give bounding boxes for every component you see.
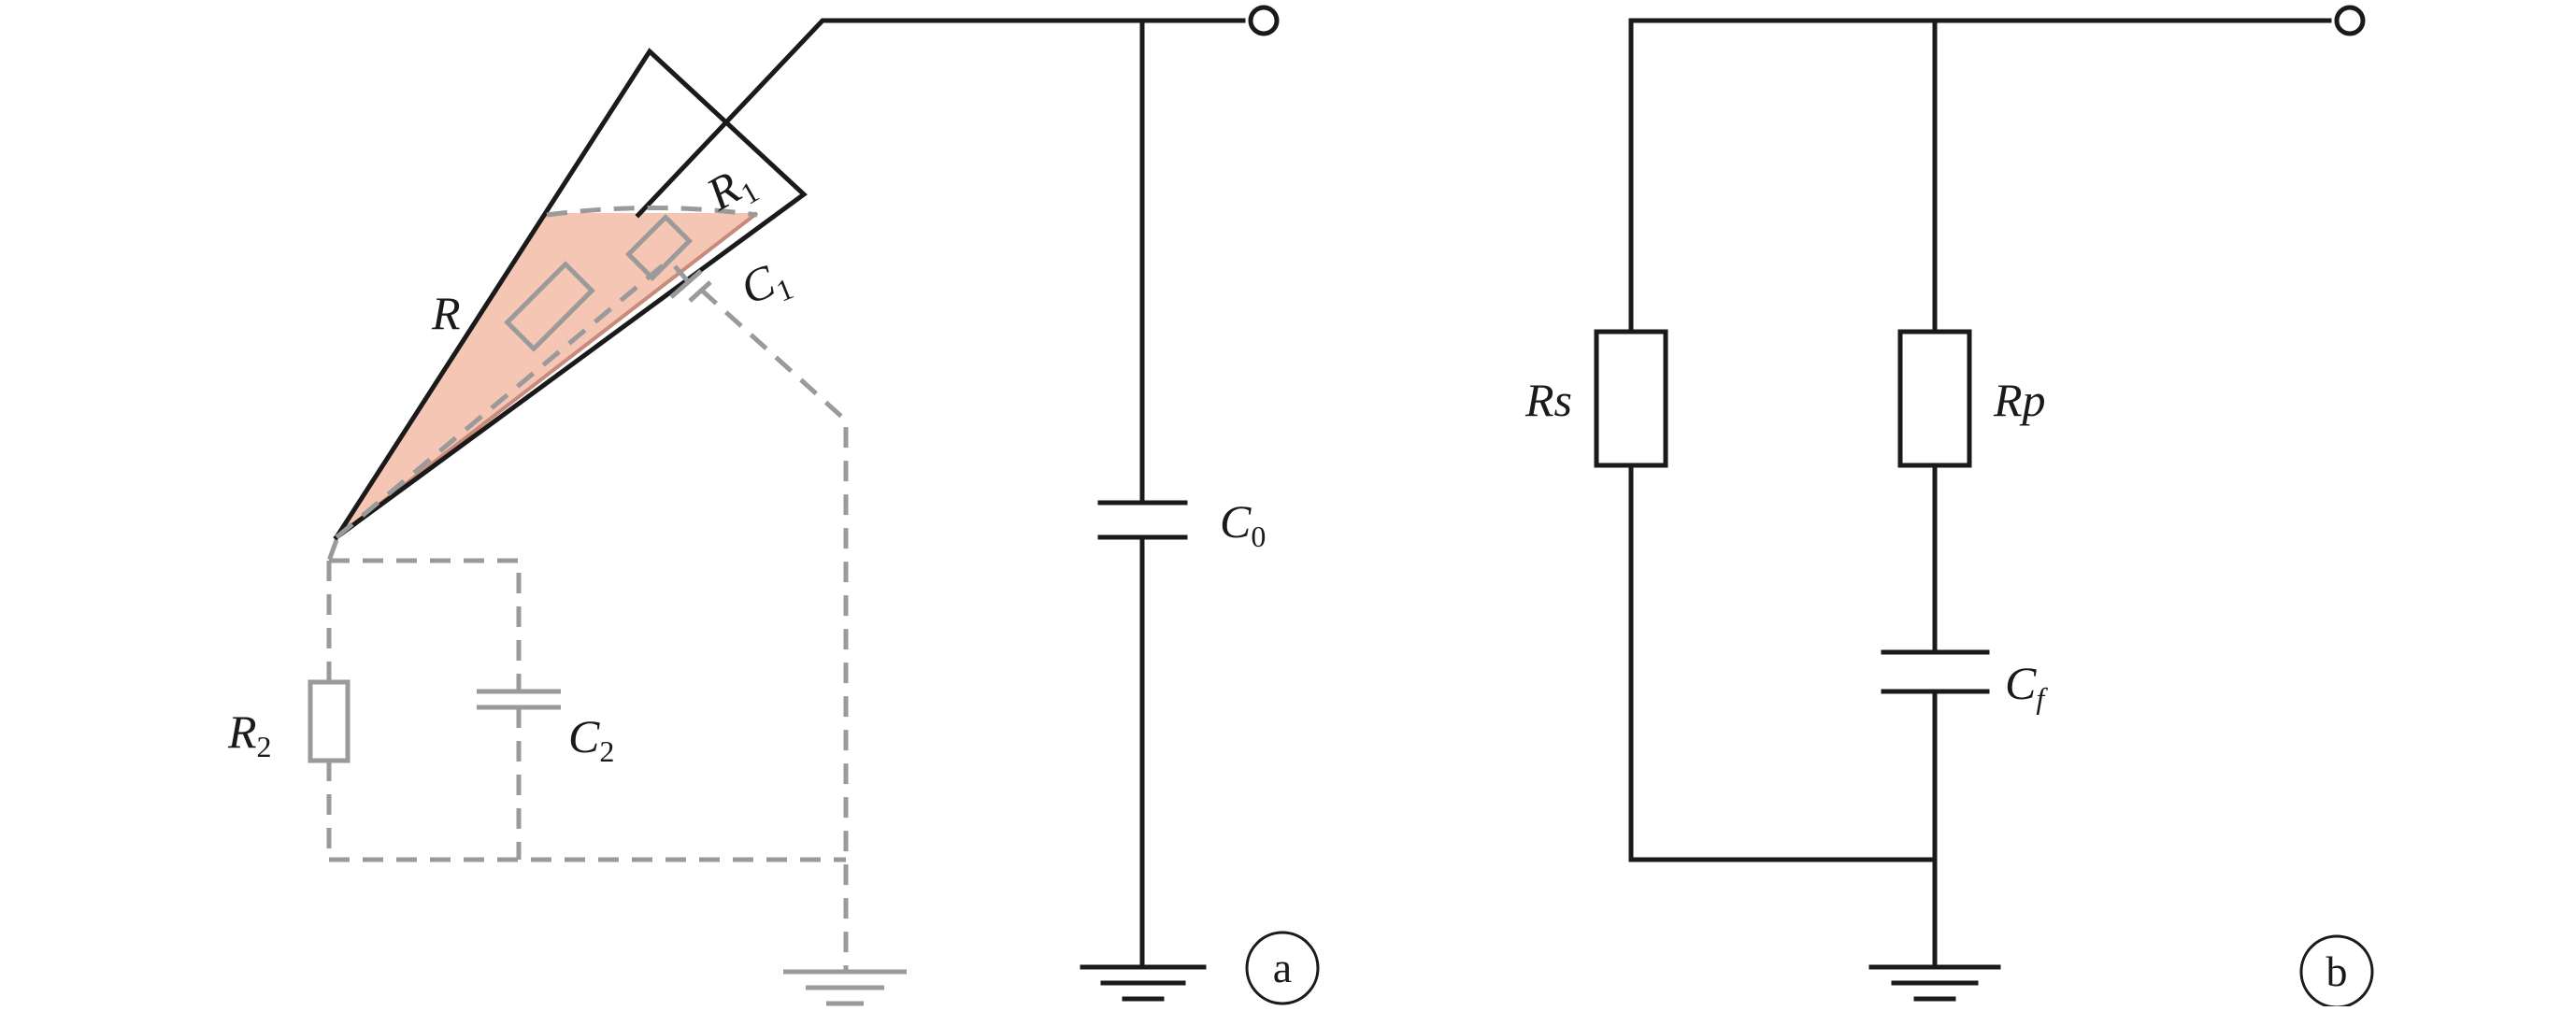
panel-tag-a: a <box>1273 944 1292 991</box>
ground-icon-a <box>1080 964 1207 1002</box>
liquid-surface-dashed <box>546 206 758 218</box>
resistor-R2-symbol <box>308 679 351 763</box>
panel-a: R R1 C1 R2 C2 C0 a <box>227 5 1320 1006</box>
label-Rs: Rs <box>1524 374 1572 426</box>
label-C0: C0 <box>1220 495 1266 553</box>
internal-dashed-path <box>335 255 675 539</box>
panel-tag-b: b <box>2326 947 2348 995</box>
panel-tag-a-circle <box>1245 931 1320 1005</box>
label-Cf: Cf <box>2005 657 2048 715</box>
label-C2: C2 <box>568 710 614 768</box>
label-Rp: Rp <box>1993 374 2046 426</box>
label-R2: R2 <box>227 705 272 763</box>
ground-icon-gray <box>783 969 907 1006</box>
R2-dashed-from-tip <box>326 539 339 562</box>
C1-dashed-path-to-ground <box>699 288 849 972</box>
resistor-R1-symbol <box>624 213 694 282</box>
label-R: R <box>431 287 461 339</box>
terminal-a <box>1248 5 1280 36</box>
resistor-Rp-symbol <box>1897 329 1972 468</box>
resistor-Rs-symbol <box>1594 329 1668 468</box>
R2-C2-top-dashed <box>329 558 522 691</box>
panel-b: Rs Rp Cf b <box>1524 5 2374 1009</box>
capacitor-C1-plate-1 <box>669 269 703 299</box>
R1-lead-to-c1 <box>673 264 689 282</box>
ground-icon-b <box>1868 964 2001 1002</box>
terminal-b <box>2334 5 2366 36</box>
electrode-lead-wire <box>635 18 1246 219</box>
label-C1: C1 <box>734 249 798 320</box>
resistor-R-symbol <box>504 261 595 352</box>
